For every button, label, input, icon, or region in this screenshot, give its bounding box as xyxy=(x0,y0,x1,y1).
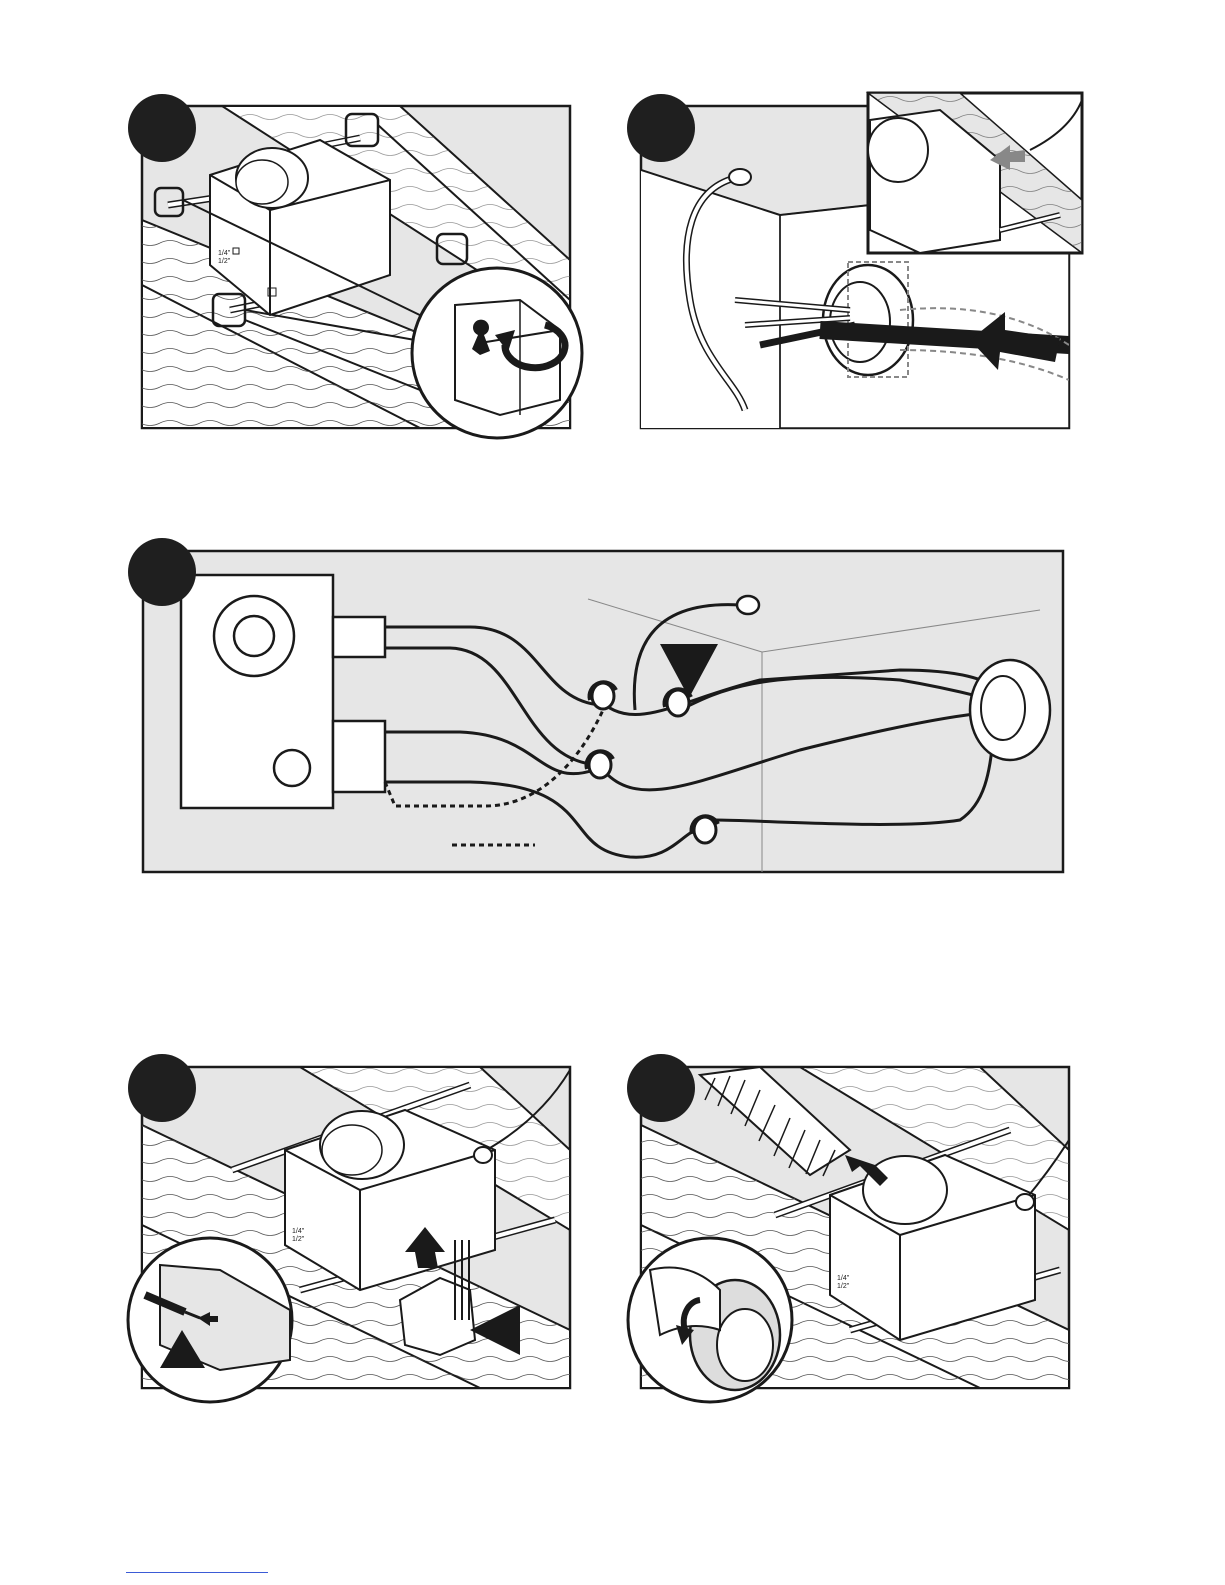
step-3-badge xyxy=(128,538,196,606)
wire-nut-icon xyxy=(590,682,616,709)
step-2-badge xyxy=(627,94,695,162)
step-1-badge xyxy=(128,94,196,162)
detail-inset xyxy=(868,93,1082,253)
step-4-badge xyxy=(128,1054,196,1122)
box-label-quarter: 1/4" xyxy=(837,1275,849,1282)
box-label-quarter: 1/4" xyxy=(218,250,230,257)
step-5-panel xyxy=(627,1054,1069,1402)
wire-nut-icon xyxy=(692,816,718,843)
box-label-half: 1/2" xyxy=(218,258,230,265)
detail-magnifier xyxy=(628,1238,792,1402)
footer-link-underline[interactable] xyxy=(126,1572,268,1573)
step-2-panel xyxy=(627,93,1082,428)
step-3-panel xyxy=(128,538,1063,872)
wire-nut-icon xyxy=(587,751,613,778)
step-5-badge xyxy=(627,1054,695,1122)
box-label-half: 1/2" xyxy=(837,1283,849,1290)
detail-magnifier xyxy=(128,1238,292,1402)
step-1-panel xyxy=(128,94,582,438)
box-label-quarter: 1/4" xyxy=(292,1228,304,1235)
detail-magnifier xyxy=(412,268,582,438)
box-label-half: 1/2" xyxy=(292,1236,304,1243)
step-4-panel xyxy=(128,1054,570,1402)
